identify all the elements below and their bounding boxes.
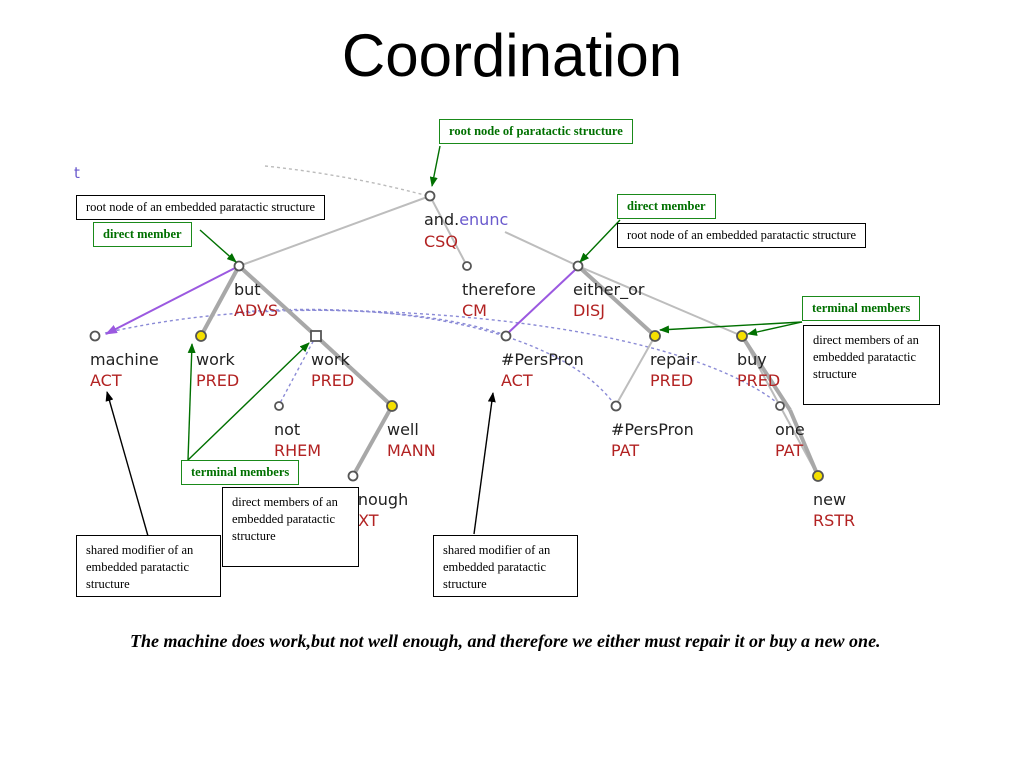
callout-root-embedded-right: root node of an embedded paratactic stru… (617, 223, 867, 248)
node-well (386, 400, 398, 412)
callout-direct-members-right: direct members of an embedded paratactic… (803, 325, 940, 405)
tree-nodes (89, 190, 824, 482)
tree-edges-bold (199, 264, 820, 477)
callout-terminal-members-right: terminal members (802, 296, 921, 321)
cut-off-label: t (74, 164, 80, 182)
node-repair-lemma: repair (650, 350, 697, 369)
node-therefore-lemma: therefore (462, 280, 536, 299)
edge-repair-perspron (615, 335, 656, 406)
node-therefore (462, 261, 472, 271)
edge-coref-but-perspron2 (239, 308, 616, 406)
edge-coref-machine-perspron (104, 309, 506, 336)
edge-work2-not (278, 335, 317, 406)
edge-well-enough (351, 405, 394, 477)
green-pointer-arrows (187, 145, 803, 461)
node-buy (736, 330, 748, 342)
node-new-lemma: new (813, 490, 846, 509)
node-but (233, 260, 245, 272)
node-buy-functor: PRED (737, 371, 780, 390)
callout-root-embedded-left: root node of an embedded paratactic stru… (76, 195, 326, 220)
node-work1-lemma: work (196, 350, 235, 369)
callout-direct-members-left: direct members of an embedded paratactic… (222, 487, 359, 567)
dotted-edges (104, 165, 781, 406)
coordination-edges (105, 267, 576, 335)
node-work2 (310, 330, 322, 342)
node-one-lemma: one (775, 420, 805, 439)
edge-either-repair (576, 264, 657, 338)
edge-but-work2 (237, 264, 318, 338)
edge-and-either (504, 231, 579, 267)
node-machine-lemma: machine (90, 350, 159, 369)
edge-buy-one-b (740, 334, 792, 412)
node-perspron1-lemma: #PersPron (501, 350, 584, 369)
node-and-lemma: and.enunc (424, 210, 508, 229)
node-well-functor: MANN (387, 441, 436, 460)
node-therefore-functor: CM (462, 301, 487, 320)
node-enough (347, 470, 359, 482)
edge-one-new (788, 409, 820, 477)
edge-dotted-to-root (264, 165, 429, 197)
edge-but-work1 (199, 265, 241, 337)
node-and (424, 190, 436, 202)
callout-terminal-members-left: terminal members (181, 460, 300, 485)
callout-direct-member-left: direct member (93, 222, 192, 247)
node-well-lemma: well (387, 420, 419, 439)
callout-root-paratactic: root node of paratactic structure (439, 119, 633, 144)
tree-edges (238, 195, 819, 477)
edge-and-but (238, 195, 431, 267)
node-but-functor: ADVS (234, 301, 278, 320)
edge-and-therefore (429, 195, 468, 267)
node-machine-functor: ACT (90, 371, 122, 390)
node-perspron2-lemma: #PersPron (611, 420, 694, 439)
edge-either-buy (577, 265, 743, 337)
node-either-or-lemma: either_or (573, 280, 645, 300)
node-one-functor: PAT (775, 441, 803, 460)
node-perspron1 (500, 330, 512, 342)
callout-shared-modifier-right: shared modifier of an embedded paratacti… (433, 535, 578, 597)
edge-work2-well (314, 334, 394, 408)
node-not (274, 401, 284, 411)
node-work1 (195, 330, 207, 342)
node-but-lemma: but (234, 280, 261, 299)
node-perspron1-functor: ACT (501, 371, 533, 390)
edge-but-machine (105, 267, 236, 335)
edge-either-perspron (507, 269, 576, 334)
node-new (812, 470, 824, 482)
node-work2-lemma: work (311, 350, 350, 369)
node-repair-functor: PRED (650, 371, 693, 390)
node-work2-functor: PRED (311, 371, 354, 390)
node-not-functor: RHEM (274, 441, 321, 460)
node-not-lemma: not (274, 420, 300, 439)
node-one (775, 401, 785, 411)
callout-shared-modifier-left: shared modifier of an embedded paratacti… (76, 535, 221, 597)
node-enough-lemma: enough (348, 490, 408, 509)
black-pointer-arrows (105, 391, 496, 537)
node-work1-functor: PRED (196, 371, 239, 390)
page-title: Coordination (341, 22, 683, 89)
node-either-or-functor: DISJ (573, 301, 605, 320)
node-and-functor: CSQ (424, 232, 458, 251)
node-labels: and.enunc CSQ therefore CM but ADVS eith… (90, 210, 855, 530)
example-sentence: The machine does work,but not well enoug… (130, 631, 881, 651)
node-either-or (572, 260, 584, 272)
node-repair (649, 330, 661, 342)
node-perspron2 (610, 400, 622, 412)
callout-direct-member-right: direct member (617, 194, 716, 219)
node-new-functor: RSTR (813, 511, 855, 530)
node-buy-lemma: buy (737, 350, 767, 369)
node-perspron2-functor: PAT (611, 441, 639, 460)
node-machine (89, 330, 101, 342)
